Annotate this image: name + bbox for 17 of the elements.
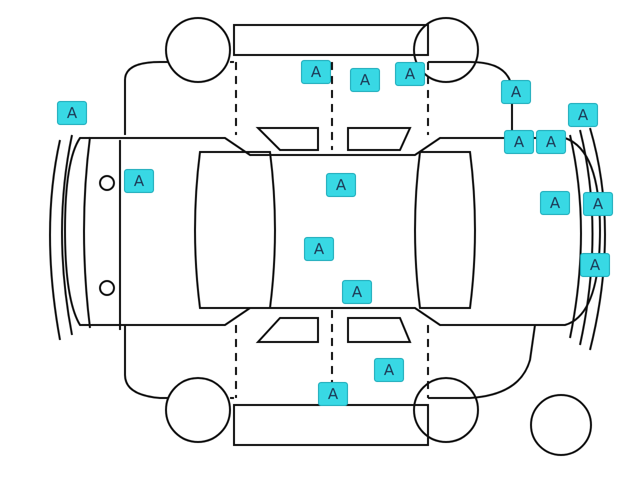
marker-badge: A (301, 60, 331, 84)
marker-badge: A (342, 280, 372, 304)
marker-badge: A (395, 62, 425, 86)
marker-badge: A (124, 169, 154, 193)
marker-badge: A (57, 101, 87, 125)
marker-badge: A (326, 173, 356, 197)
marker-badge: A (501, 80, 531, 104)
marker-badge: A (374, 358, 404, 382)
marker-badge: A (536, 130, 566, 154)
marker-badge: A (504, 130, 534, 154)
marker-badge: A (350, 68, 380, 92)
marker-badge: A (580, 253, 610, 277)
marker-badge: A (540, 191, 570, 215)
marker-badge: A (318, 382, 348, 406)
marker-badge: A (568, 103, 598, 127)
marker-badge: A (583, 192, 613, 216)
marker-badge: A (304, 237, 334, 261)
